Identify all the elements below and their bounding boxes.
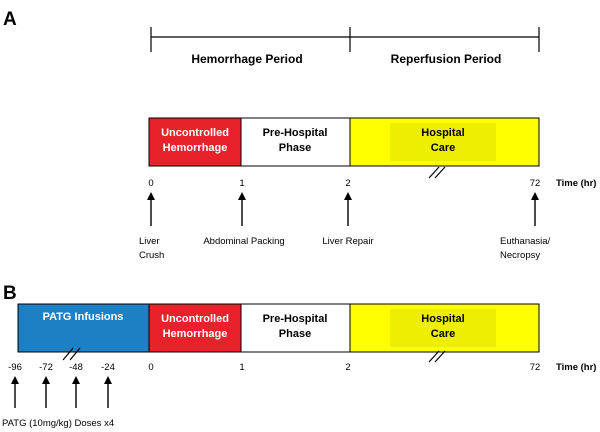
tick-label: -24 [101, 362, 115, 373]
prehospital-phase-box [240, 303, 351, 353]
tick-label: 0 [148, 178, 153, 189]
axis-break-marks [62, 347, 446, 363]
tick-label: 72 [530, 178, 541, 189]
tick-label: 2 [345, 362, 350, 373]
patg-infusions-box [17, 303, 150, 353]
axis-title: Time (hr) [556, 362, 596, 373]
axis-break-marks [428, 166, 446, 179]
patg-dosing-label: PATG (10mg/kg) Doses x4 [2, 418, 114, 429]
uncontrolled-hemorrhage-box [148, 117, 242, 167]
hospital-label-line2: Care [431, 142, 455, 154]
prehospital-label-line1: Pre-Hospital [263, 127, 328, 139]
tick-label: 1 [239, 178, 244, 189]
panel-b-letter: B [3, 283, 17, 304]
tick-label: 2 [345, 178, 350, 189]
prehospital-label-line2: Phase [279, 142, 311, 154]
liver-crush-label-line1: Liver [139, 236, 160, 247]
tick-label: 72 [530, 362, 541, 373]
reperfusion-period-label: Reperfusion Period [391, 52, 502, 66]
panel-a-letter: A [3, 9, 17, 30]
euthanasia-label-line2: Necropsy [500, 250, 540, 261]
hospital-care-inner-box [390, 123, 496, 161]
abdominal-packing-label: Abdominal Packing [203, 236, 284, 247]
prehospital-label-line1: Pre-Hospital [263, 313, 328, 325]
uncontrolled-label-line2: Hemorrhage [163, 328, 228, 340]
hospital-care-inner-box [390, 309, 496, 347]
liver-repair-label: Liver Repair [322, 236, 373, 247]
prehospital-label-line2: Phase [279, 328, 311, 340]
liver-crush-label-line2: Crush [139, 250, 164, 261]
hospital-label-line1: Hospital [421, 313, 464, 325]
uncontrolled-label-line1: Uncontrolled [161, 127, 229, 139]
tick-label: -96 [8, 362, 22, 373]
tick-label: -48 [69, 362, 83, 373]
prehospital-phase-box [240, 117, 351, 167]
period-bracket [150, 27, 540, 52]
hemorrhage-period-label: Hemorrhage Period [191, 52, 302, 66]
uncontrolled-label-line1: Uncontrolled [161, 313, 229, 325]
hospital-label-line1: Hospital [421, 127, 464, 139]
euthanasia-label-line1: Euthanasia/ [500, 236, 551, 247]
tick-label: 0 [148, 362, 153, 373]
uncontrolled-hemorrhage-box [148, 303, 242, 353]
tick-label: -72 [39, 362, 53, 373]
uncontrolled-label-line2: Hemorrhage [163, 142, 228, 154]
hospital-label-line2: Care [431, 328, 455, 340]
tick-label: 1 [239, 362, 244, 373]
axis-title: Time (hr) [556, 178, 596, 189]
patg-infusions-label: PATG Infusions [43, 311, 124, 323]
